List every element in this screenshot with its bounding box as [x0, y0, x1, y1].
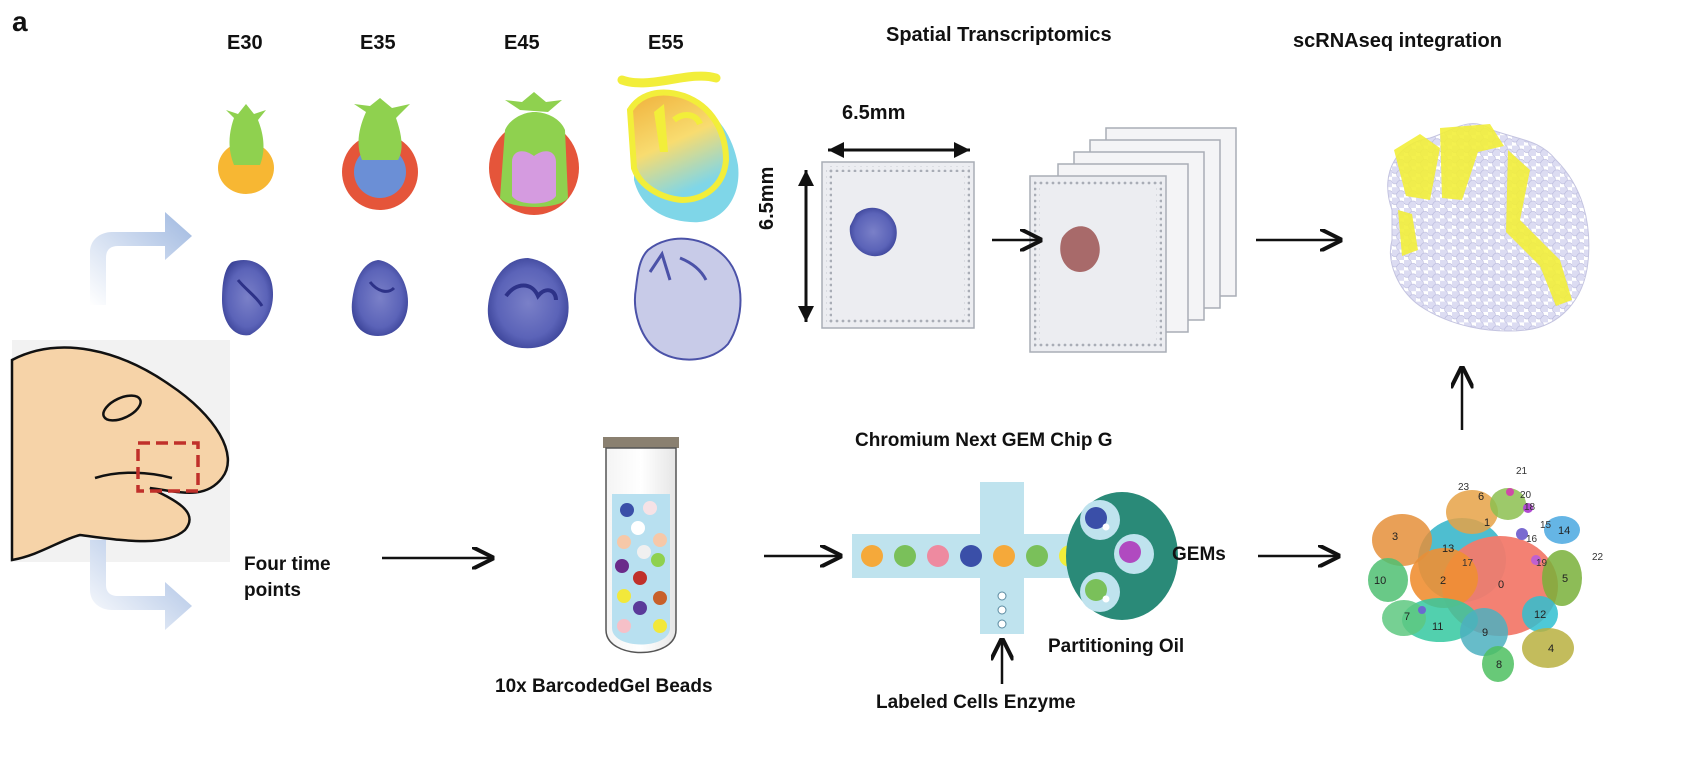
e35-schematic — [342, 98, 418, 210]
cluster-label: 22 — [1592, 552, 1604, 563]
timepoints-label-line1: Four time — [244, 554, 331, 575]
spatial-title: Spatial Transcriptomics — [886, 24, 1112, 46]
cluster-label: 16 — [1526, 534, 1538, 545]
gel-bead-tube — [603, 437, 679, 654]
stack-tissue-section — [1060, 226, 1100, 272]
animal-panel — [10, 340, 230, 562]
cluster-label: 21 — [1516, 466, 1528, 477]
slide-tissue-section — [849, 207, 897, 257]
cluster-label: 11 — [1432, 621, 1443, 633]
height-label: 6.5mm — [756, 166, 778, 230]
cluster-label: 15 — [1540, 520, 1552, 531]
beads-label: 10x BarcodedGel Beads — [495, 676, 713, 697]
animal-eye — [102, 394, 142, 422]
cluster-label: 10 — [1374, 575, 1386, 587]
cluster-label: 5 — [1562, 573, 1568, 585]
cluster-label: 23 — [1458, 482, 1470, 493]
microfluidic-chip — [852, 482, 1178, 634]
cluster-label: 1 — [1484, 517, 1490, 529]
width-label: 6.5mm — [842, 102, 906, 124]
stage-label-e45: E45 — [504, 32, 540, 54]
e30-section — [222, 260, 274, 336]
cluster-label: 0 — [1498, 579, 1504, 591]
cluster-label: 4 — [1548, 643, 1554, 655]
chip-title: Chromium Next GEM Chip G — [855, 430, 1113, 451]
timepoints-label-line2: points — [244, 580, 301, 601]
integrated-spot-map — [1387, 123, 1590, 332]
slide-stack — [1029, 127, 1237, 353]
e55-schematic — [617, 71, 739, 223]
panel-label: a — [12, 6, 28, 37]
cluster-plot: 0 1 2 3 4 5 6 7 8 9 10 11 12 13 14 15 16… — [1368, 466, 1604, 682]
cells-label: Labeled Cells Enzyme — [876, 692, 1076, 713]
cluster-label: 13 — [1442, 543, 1454, 555]
visium-slide — [821, 161, 975, 329]
stage-label-e55: E55 — [648, 32, 684, 54]
stage-label-e35: E35 — [360, 32, 396, 54]
cluster-label: 7 — [1404, 611, 1410, 623]
e45-section — [487, 258, 569, 349]
e45-schematic — [489, 92, 579, 215]
sampling-region-box — [136, 441, 200, 493]
cluster-label: 3 — [1392, 531, 1398, 543]
animal-head-shape — [10, 346, 230, 562]
gems-label: GEMs — [1172, 544, 1226, 565]
cluster-label: 2 — [1440, 575, 1446, 587]
blue-arrow-down-icon — [90, 540, 192, 630]
cluster-label: 12 — [1534, 609, 1546, 621]
e55-section — [634, 237, 742, 361]
oil-label: Partitioning Oil — [1048, 636, 1185, 657]
cluster-label: 9 — [1482, 627, 1488, 639]
cluster-label: 6 — [1478, 491, 1484, 503]
scrna-title: scRNAseq integration — [1293, 30, 1502, 52]
cluster-label: 20 — [1520, 490, 1532, 501]
stage-label-e30: E30 — [227, 32, 263, 54]
cluster-label: 14 — [1558, 525, 1570, 537]
e30-schematic — [218, 104, 274, 194]
cluster-label: 17 — [1462, 558, 1474, 569]
e35-section — [351, 260, 408, 336]
cluster-label: 18 — [1524, 502, 1536, 513]
cluster-label: 19 — [1536, 558, 1548, 569]
cluster-label: 8 — [1496, 659, 1502, 671]
blue-arrow-up-icon — [90, 212, 192, 305]
